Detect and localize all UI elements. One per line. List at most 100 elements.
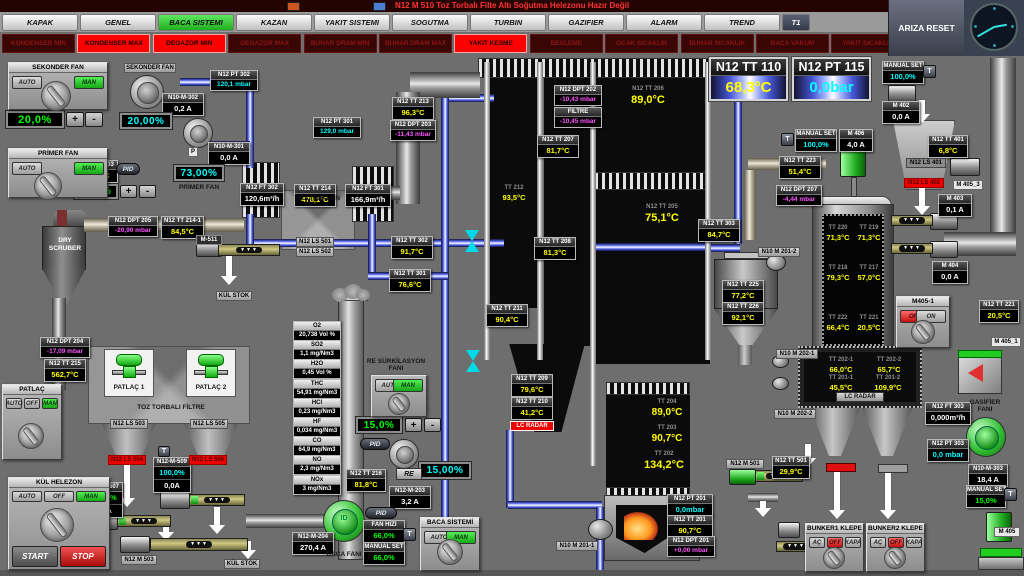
analog-clock — [964, 0, 1024, 56]
rotary-switch[interactable] — [884, 547, 906, 569]
rotary-switch[interactable] — [437, 539, 463, 565]
rotary-switch[interactable] — [388, 393, 410, 415]
alarm-kondenser-max[interactable]: KONDENSER MAX — [77, 34, 151, 53]
alarm-buhar-dram-max[interactable]: BUHAR DRAM MAX — [379, 34, 452, 53]
tab-yakit-sistemi[interactable]: YAKIT SISTEMI — [314, 14, 390, 31]
alarm-baca-vakum[interactable]: BACA VAKUM — [756, 34, 829, 53]
label-pri-mer-fan: PRİMER FAN — [178, 184, 220, 191]
alarm-kondenser-min[interactable]: KONDENSER MIN — [2, 34, 75, 53]
button-a[interactable]: AÇ — [809, 537, 825, 548]
tab-turbin[interactable]: TURBIN — [470, 14, 546, 31]
button-man[interactable]: MAN — [393, 379, 423, 392]
trend-button[interactable]: T — [158, 446, 170, 457]
flow-arrow-head — [240, 550, 256, 559]
button-auto[interactable]: AUTO — [12, 162, 42, 175]
increment-button[interactable]: + — [120, 185, 137, 198]
alarm-besleme[interactable]: BESLEME — [529, 34, 603, 53]
pipe — [506, 430, 514, 508]
scrubber-ring — [57, 210, 67, 228]
pipe — [734, 100, 742, 244]
butterfly-valve-icon — [466, 350, 480, 361]
button-man[interactable]: MAN — [42, 398, 58, 409]
decrement-button[interactable]: - — [85, 112, 103, 127]
tab-t1[interactable]: T1 — [782, 14, 810, 31]
pipe — [410, 72, 480, 98]
alarm-ack-icon[interactable] — [287, 2, 300, 11]
button-man[interactable]: MAN — [74, 162, 104, 175]
tab-baca-sistemi[interactable]: BACA SISTEMI — [158, 14, 234, 31]
pipe — [706, 244, 740, 252]
increment-button[interactable]: + — [66, 112, 84, 127]
stop-button[interactable]: STOP — [60, 546, 106, 567]
label-sekonder-fan: SEKONDER FAN — [124, 63, 176, 73]
patlac-valve-tank — [116, 354, 142, 366]
pid-button[interactable]: PID — [116, 163, 140, 175]
rotary-switch[interactable] — [41, 81, 71, 111]
rotary-switch[interactable] — [34, 172, 62, 200]
rotary-switch[interactable] — [823, 547, 845, 569]
flow-arrow — [163, 526, 169, 533]
label-baca-fani: BACA FANI — [326, 551, 362, 558]
trend-button[interactable]: T — [781, 133, 794, 146]
button-off[interactable]: OFF — [24, 398, 40, 409]
tab-kapak[interactable]: KAPAK — [2, 14, 78, 31]
pid-button[interactable]: PID — [360, 438, 390, 450]
alarm-ocak-sicaklik[interactable]: OCAK SICAKLIK — [605, 34, 679, 53]
rotary-switch[interactable] — [18, 423, 44, 449]
alarm-degaz-r-min[interactable]: DEGAZÖR MIN — [152, 34, 226, 53]
button-auto[interactable]: AUTO — [6, 398, 22, 409]
tab-alarm[interactable]: ALARM — [626, 14, 702, 31]
tab-sogutma[interactable]: SOGUTMA — [392, 14, 468, 31]
alarm-yakit-kesme[interactable]: YAKIT KESME — [454, 34, 528, 53]
button-kapa[interactable]: KAPA — [845, 537, 861, 548]
re-button[interactable]: RE — [396, 468, 422, 480]
increment-button[interactable]: + — [405, 418, 422, 432]
rotary-switch[interactable] — [911, 320, 935, 344]
info-icon[interactable] — [373, 2, 386, 11]
flow-arrow — [760, 501, 766, 509]
button-kapa[interactable]: KAPA — [906, 537, 922, 548]
alarm-buhar-sicaklik[interactable]: BUHAR SICAKLIK — [680, 34, 754, 53]
rotary-switch[interactable] — [40, 508, 74, 542]
resirkulasyon-fan-icon — [389, 439, 419, 469]
decrement-button[interactable]: - — [424, 418, 441, 432]
gasifier-green-bar — [980, 548, 1022, 557]
button-a[interactable]: AÇ — [870, 537, 886, 548]
screw-conveyor: ▼▼▼ — [189, 494, 245, 506]
label-n12-ls-504: N12 LS 504 — [108, 455, 146, 465]
tab-kazan[interactable]: KAZAN — [236, 14, 312, 31]
tab-genel[interactable]: GENEL — [80, 14, 156, 31]
alarm-degazor-max[interactable]: DEGAZOR MAX — [228, 34, 302, 53]
start-button[interactable]: START — [12, 546, 58, 567]
ariza-reset-button[interactable]: ARIZA RESET — [888, 0, 964, 56]
label-lc-radar[interactable]: LC RADAR — [836, 392, 884, 402]
button-auto[interactable]: AUTO — [12, 76, 42, 89]
butterfly-valve-icon — [465, 241, 479, 252]
button-off[interactable]: OFF — [44, 491, 74, 502]
button-man[interactable]: MAN — [76, 491, 106, 502]
pid-button[interactable]: PID — [365, 507, 397, 519]
button-man[interactable]: MAN — [74, 76, 104, 89]
alarm-buhar-dram-min[interactable]: BUHAR DRAM MIN — [303, 34, 377, 53]
dry-scrubber-body — [42, 226, 86, 270]
button-auto[interactable]: AUTO — [12, 491, 42, 502]
trend-button[interactable]: T — [403, 528, 416, 541]
tab-trend[interactable]: TREND — [704, 14, 780, 31]
decrement-button[interactable]: - — [139, 185, 156, 198]
trend-button[interactable]: T — [923, 65, 936, 78]
tab-gazifier[interactable]: GAZIFIER — [548, 14, 624, 31]
trend-button[interactable]: T — [1004, 488, 1017, 501]
